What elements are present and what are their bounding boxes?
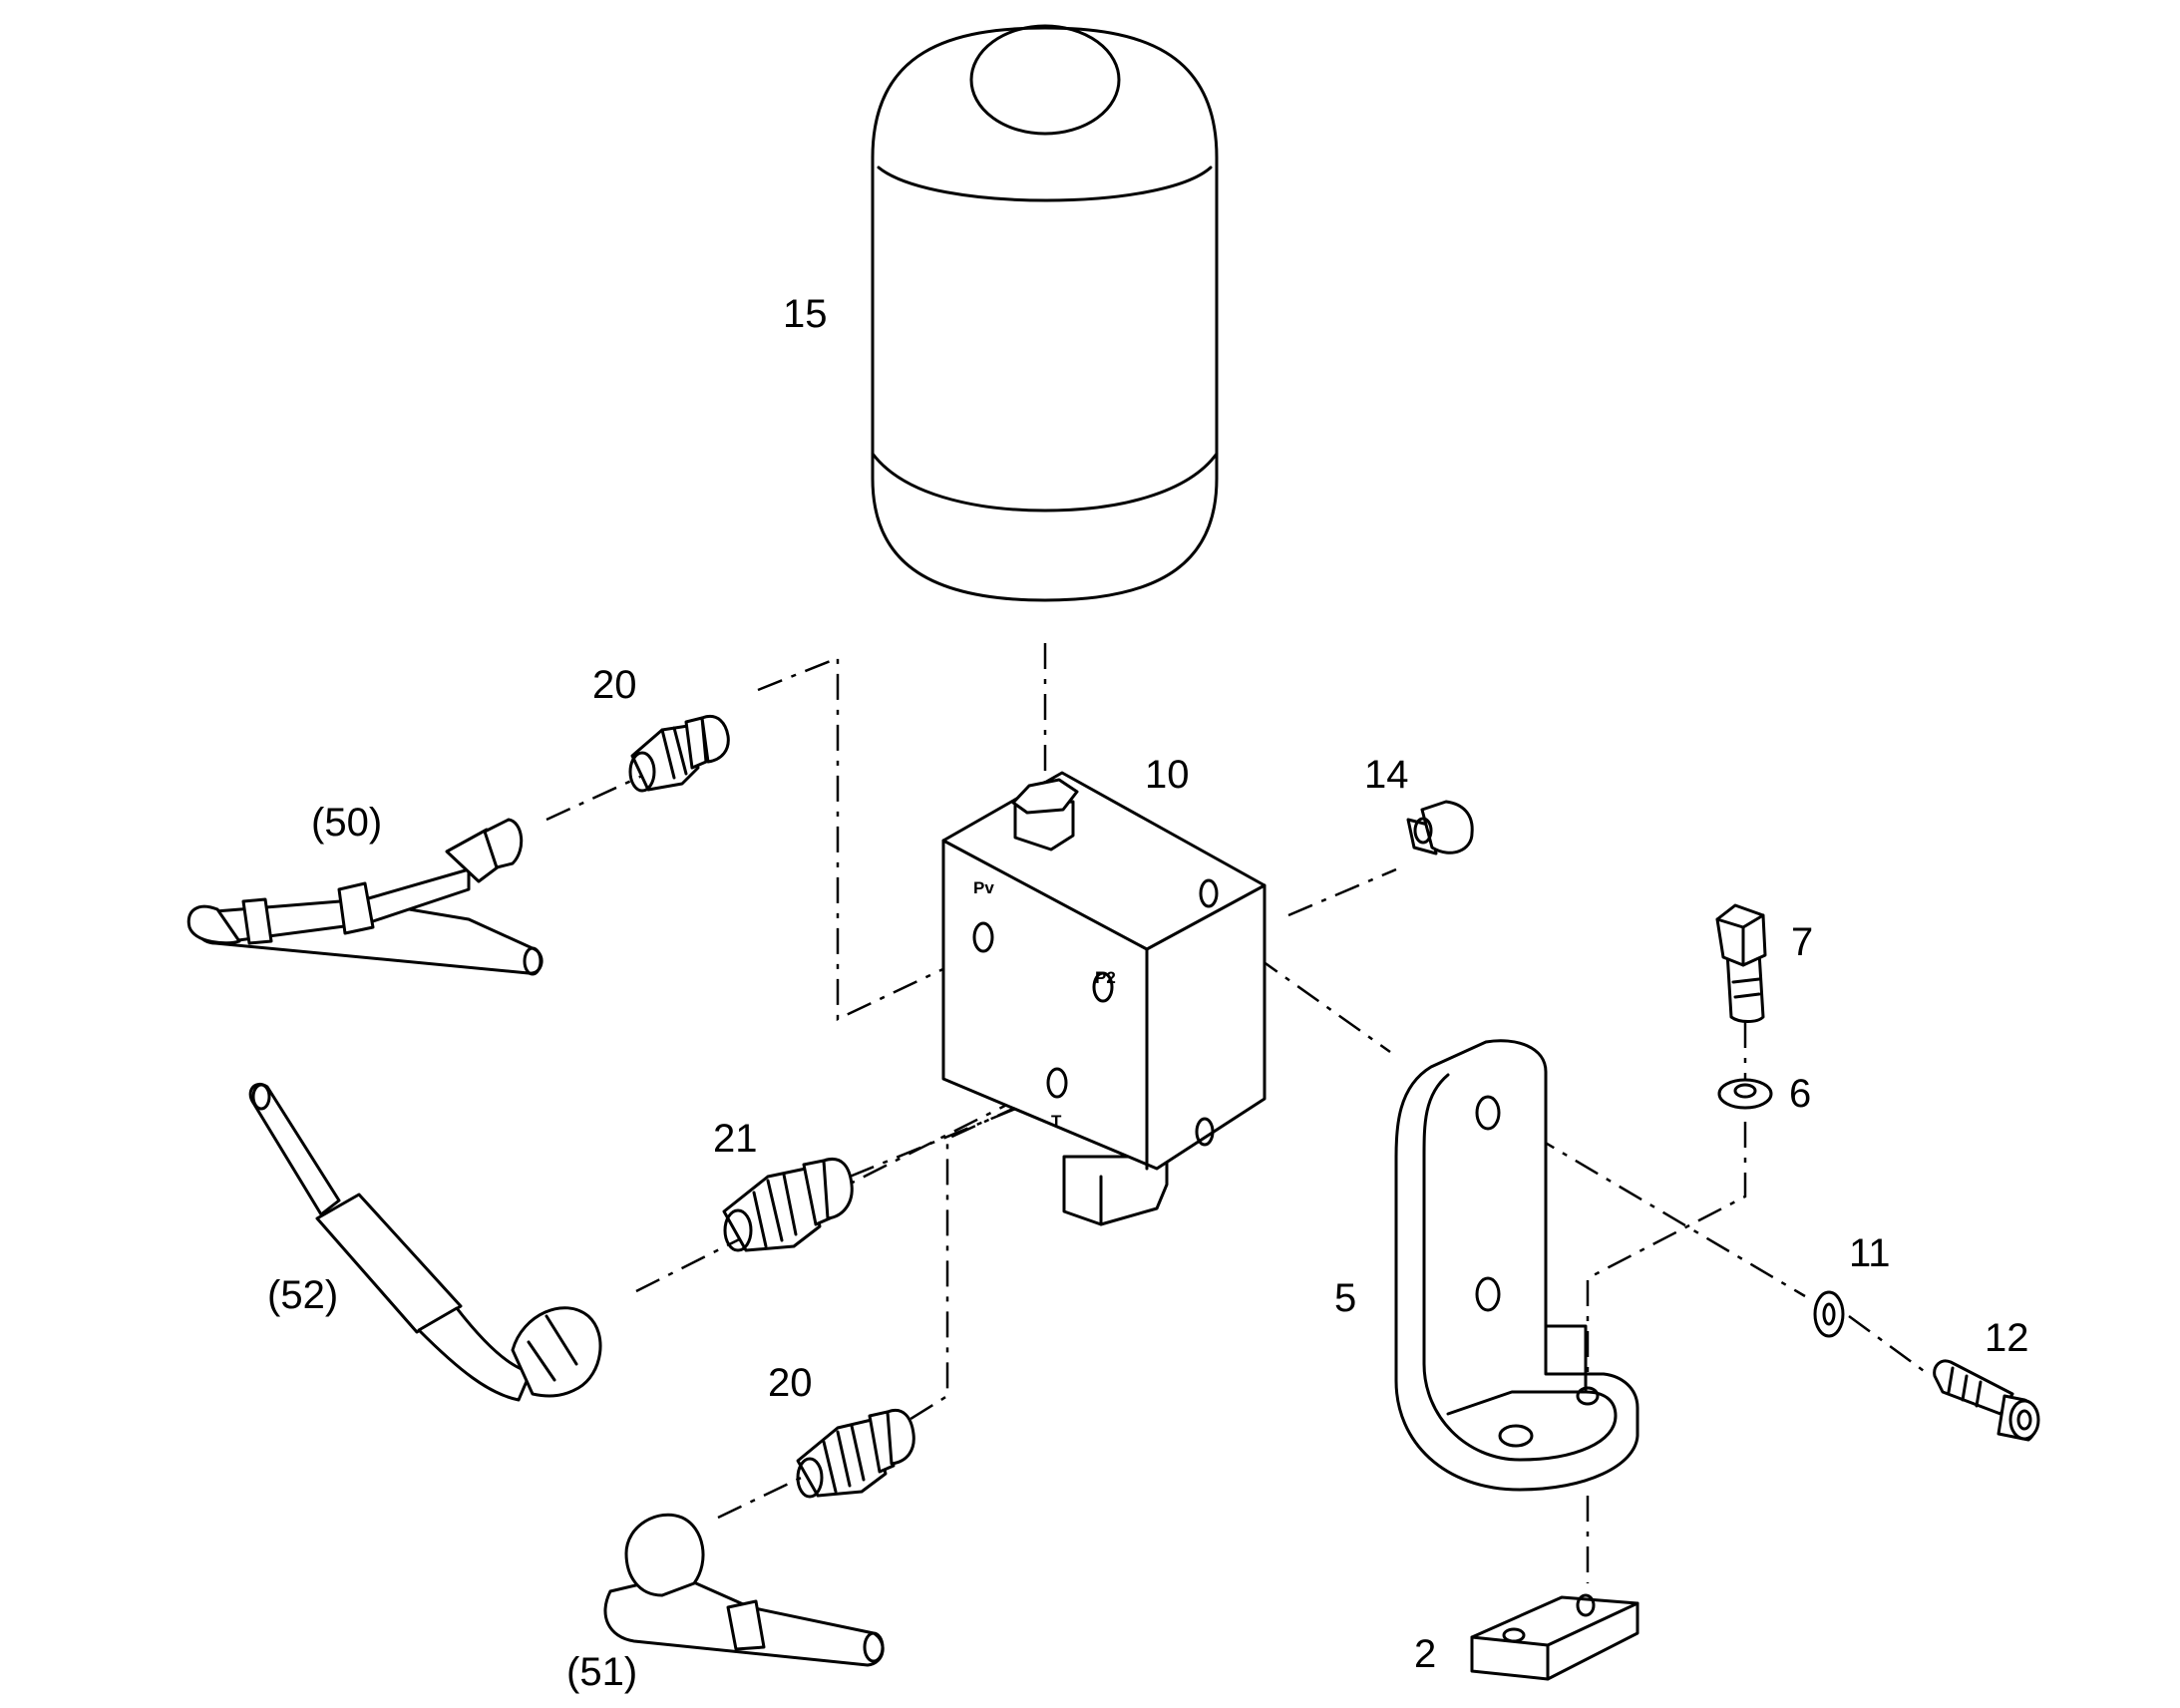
cap-screw-part — [1933, 1359, 2040, 1442]
fitting-part-lower — [796, 1409, 915, 1499]
callout-50: (50) — [311, 801, 382, 845]
fitting-part-upper — [628, 715, 730, 793]
callout-5: 5 — [1334, 1276, 1356, 1320]
fitting-part-middle — [722, 1158, 854, 1252]
plug-part — [1406, 800, 1474, 855]
callout-21: 21 — [713, 1117, 758, 1161]
callout-11: 11 — [1849, 1231, 1891, 1275]
callout-6: 6 — [1789, 1072, 1811, 1116]
spring-washer-part — [1813, 1290, 1845, 1338]
callout-52: (52) — [267, 1273, 338, 1317]
callout-12: 12 — [1985, 1316, 2029, 1360]
bolt-part — [1715, 903, 1767, 1023]
callout-20-upper: 20 — [592, 663, 637, 707]
callout-51: (51) — [566, 1650, 637, 1694]
spacer-block-part — [1470, 1593, 1639, 1681]
port-label-p2: P2 — [1095, 968, 1116, 987]
callout-10: 10 — [1145, 753, 1190, 797]
washer-part — [1717, 1078, 1773, 1110]
callout-2: 2 — [1414, 1632, 1436, 1676]
bracket-part — [1394, 1039, 1639, 1492]
pipe-part-51 — [603, 1513, 885, 1667]
valve-block-part — [941, 771, 1267, 1226]
pipe-part-50 — [186, 818, 544, 976]
pipe-part-52 — [248, 1082, 602, 1402]
callout-7: 7 — [1791, 920, 1813, 964]
callout-20-lower: 20 — [768, 1361, 813, 1405]
callout-14: 14 — [1364, 753, 1409, 797]
callout-15: 15 — [783, 292, 828, 336]
port-label-pv: Pv — [973, 878, 994, 897]
accumulator-part — [871, 24, 1219, 602]
port-label-t: T — [1051, 1112, 1062, 1131]
